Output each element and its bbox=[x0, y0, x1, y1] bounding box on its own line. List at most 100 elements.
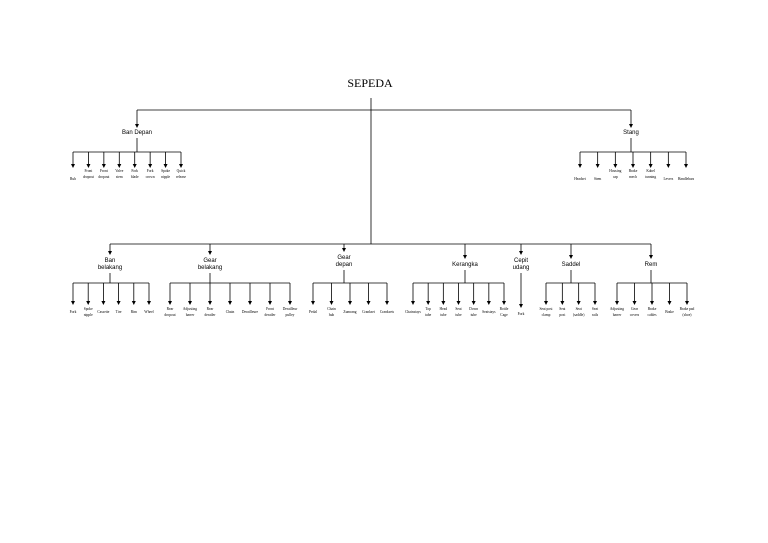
branch-arrow bbox=[629, 124, 633, 128]
branch-arrow bbox=[108, 251, 112, 255]
leaf-label: Cassette bbox=[97, 310, 109, 314]
leaf-arrow bbox=[268, 301, 272, 305]
leaf-arrow bbox=[666, 164, 671, 168]
leaf-label: Headset bbox=[574, 177, 586, 181]
leaf-arrow bbox=[684, 164, 688, 168]
leaf-arrow bbox=[560, 301, 565, 305]
leaf-arrow bbox=[188, 301, 192, 305]
leaf-arrow bbox=[544, 301, 548, 305]
leaf-label: Zumrang bbox=[343, 310, 356, 314]
leaf-arrow bbox=[366, 301, 371, 305]
leaf-arrow bbox=[648, 164, 653, 168]
category-label-0: Ban Depan bbox=[122, 130, 152, 136]
leaf-label: Brake bbox=[665, 310, 674, 314]
leaf-arrow bbox=[385, 301, 389, 305]
leaf-arrow bbox=[101, 301, 106, 305]
leaf-arrow bbox=[519, 304, 523, 308]
leaf-arrow bbox=[411, 301, 415, 305]
leaf-label: Brake pad(shoe) bbox=[680, 307, 695, 317]
leaf-arrow bbox=[426, 301, 431, 305]
leaf-arrow bbox=[632, 301, 637, 305]
branch-arrow bbox=[463, 255, 467, 259]
leaf-arrow bbox=[576, 301, 581, 305]
leaf-arrow bbox=[86, 301, 91, 305]
leaf-label: Fork bbox=[518, 312, 525, 316]
leaf-arrow bbox=[595, 164, 600, 168]
leaf-arrow bbox=[685, 301, 689, 305]
leaf-label: Wheel bbox=[144, 310, 153, 314]
leaf-arrow bbox=[593, 301, 597, 305]
leaf-arrow bbox=[471, 301, 476, 305]
leaf-arrow bbox=[86, 164, 91, 168]
leaf-arrow bbox=[101, 164, 106, 168]
leaf-arrow bbox=[613, 164, 618, 168]
branch-arrow bbox=[569, 255, 573, 259]
leaf-label: Levers bbox=[663, 177, 673, 181]
leaf-label: Rub bbox=[70, 177, 76, 181]
leaf-arrow bbox=[441, 301, 446, 305]
leaf-arrow bbox=[163, 164, 168, 168]
leaf-label: Stem bbox=[594, 177, 602, 181]
leaf-arrow bbox=[71, 301, 75, 305]
leaf-label: Seatstays bbox=[482, 310, 496, 314]
category-label-5: Kerangka bbox=[452, 262, 478, 268]
leaf-arrow bbox=[667, 301, 672, 305]
leaf-label: Handlebars bbox=[678, 177, 695, 181]
leaf-arrow bbox=[615, 301, 619, 305]
leaf-arrow bbox=[311, 301, 315, 305]
leaf-arrow bbox=[486, 301, 491, 305]
leaf-arrow bbox=[348, 301, 352, 305]
leaf-label: Crankset bbox=[362, 310, 375, 314]
leaf-arrow bbox=[631, 164, 635, 168]
leaf-label: Derailleure bbox=[242, 310, 259, 314]
leaf-arrow bbox=[132, 164, 137, 168]
leaf-arrow bbox=[147, 301, 151, 305]
category-label-7: Saddel bbox=[562, 262, 581, 268]
leaf-label: Seat(saddle) bbox=[573, 307, 585, 317]
branch-arrow bbox=[342, 248, 346, 252]
leaf-arrow bbox=[131, 301, 136, 305]
leaf-label: Chainstays bbox=[405, 310, 421, 314]
leaf-arrow bbox=[329, 301, 334, 305]
leaf-arrow bbox=[578, 164, 582, 168]
tree-edges bbox=[71, 98, 689, 308]
leaf-arrow bbox=[456, 301, 461, 305]
leaf-arrow bbox=[502, 301, 506, 305]
category-label-8: Rem bbox=[645, 262, 658, 268]
leaf-arrow bbox=[208, 301, 212, 305]
leaf-arrow bbox=[248, 301, 252, 305]
leaf-label: Fork bbox=[70, 310, 77, 314]
leaf-arrow bbox=[288, 301, 292, 305]
category-label-1: Stang bbox=[623, 130, 639, 136]
